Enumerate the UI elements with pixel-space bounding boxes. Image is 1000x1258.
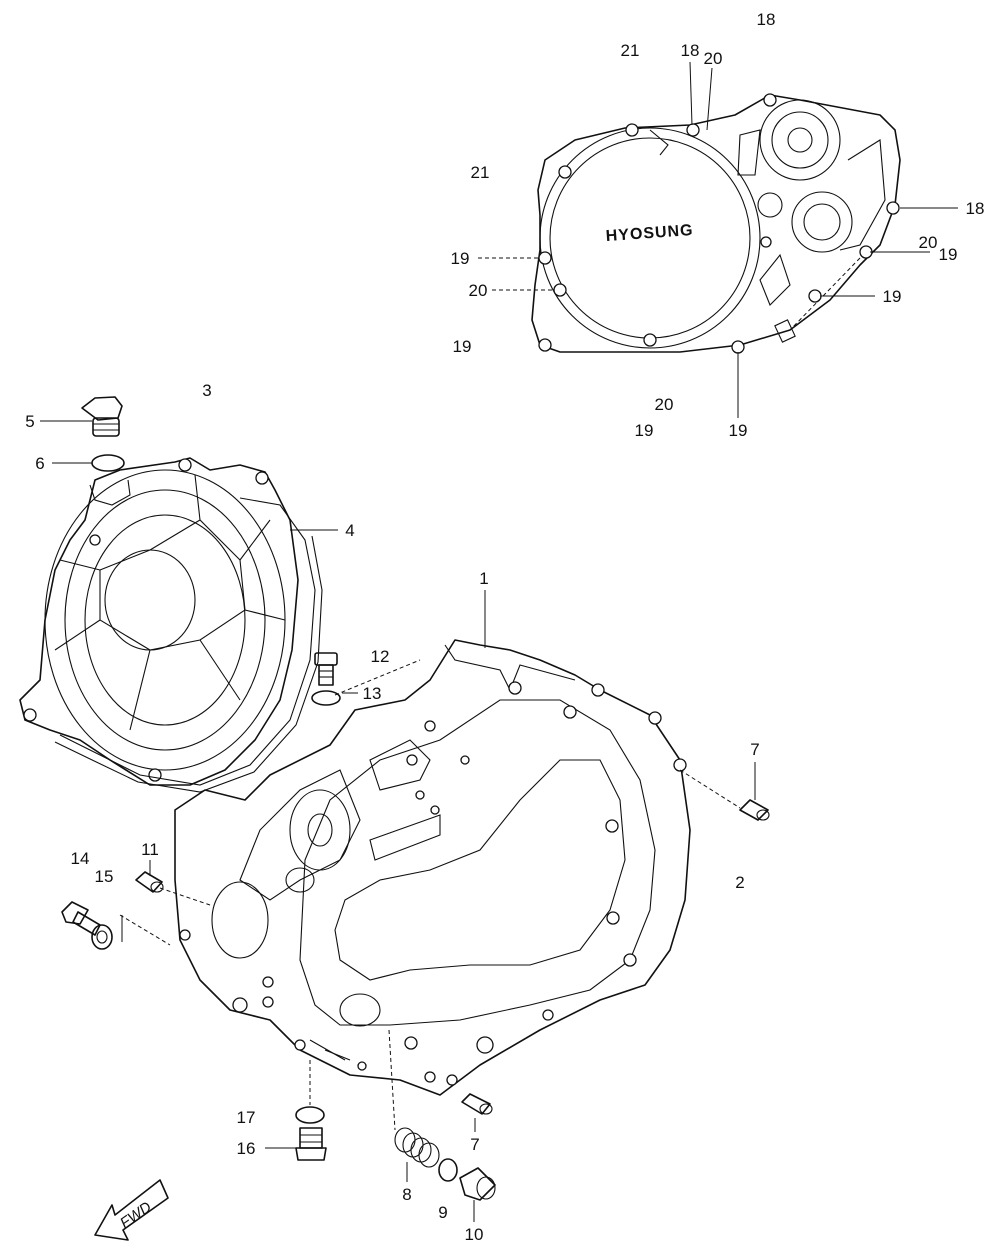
callout-19-left-a[interactable]: 19 bbox=[451, 249, 470, 268]
top-leaders bbox=[478, 61, 958, 418]
callout-8[interactable]: 8 bbox=[402, 1185, 411, 1204]
washer-13 bbox=[311, 690, 341, 706]
dowel-pin-upper bbox=[739, 799, 770, 821]
callout-13[interactable]: 13 bbox=[363, 684, 382, 703]
callout-20-left[interactable]: 20 bbox=[469, 281, 488, 300]
crankcase-cover bbox=[19, 457, 323, 793]
callout-12[interactable]: 12 bbox=[371, 647, 390, 666]
callout-7-upper[interactable]: 7 bbox=[750, 740, 759, 759]
callout-14[interactable]: 14 bbox=[71, 849, 90, 868]
fwd-label: FWD bbox=[117, 1198, 155, 1232]
callout-20-cover-top[interactable]: 20 bbox=[704, 49, 723, 68]
dowel-pin-lower bbox=[461, 1093, 493, 1115]
oil-filler-cap bbox=[81, 396, 123, 437]
callout-21-upper[interactable]: 21 bbox=[621, 41, 640, 60]
callout-21-left[interactable]: 21 bbox=[471, 163, 490, 182]
callout-19-right-b[interactable]: 19 bbox=[883, 287, 902, 306]
dowel-pin-11 bbox=[135, 871, 164, 893]
callout-18-right[interactable]: 18 bbox=[966, 199, 985, 218]
forward-direction-arrow: FWD bbox=[94, 1179, 169, 1241]
bolt-12 bbox=[314, 652, 338, 686]
bolt-16 bbox=[295, 1106, 327, 1161]
callout-19-right-a[interactable]: 19 bbox=[939, 245, 958, 264]
callout-20-bottom[interactable]: 20 bbox=[655, 395, 674, 414]
callout-16[interactable]: 16 bbox=[237, 1139, 256, 1158]
callout-17[interactable]: 17 bbox=[237, 1108, 256, 1127]
callout-10[interactable]: 10 bbox=[465, 1225, 484, 1244]
callout-20-right[interactable]: 20 bbox=[919, 233, 938, 252]
callout-19-bottom-a[interactable]: 19 bbox=[635, 421, 654, 440]
callout-3[interactable]: 3 bbox=[202, 381, 211, 400]
o-ring-9 bbox=[438, 1158, 458, 1182]
right-crankcase-cover bbox=[174, 639, 691, 1096]
callout-labels: 18 21 18 20 21 18 19 20 19 20 19 19 20 1… bbox=[25, 10, 984, 1244]
callout-9[interactable]: 9 bbox=[438, 1203, 447, 1222]
callout-18-cover[interactable]: 18 bbox=[681, 41, 700, 60]
plug-10 bbox=[459, 1167, 496, 1201]
spring-8 bbox=[394, 1127, 440, 1168]
callout-15[interactable]: 15 bbox=[95, 867, 114, 886]
callout-19-left-b[interactable]: 19 bbox=[453, 337, 472, 356]
callout-6[interactable]: 6 bbox=[35, 454, 44, 473]
callout-18-top[interactable]: 18 bbox=[757, 10, 776, 29]
callout-19-bottom-b[interactable]: 19 bbox=[729, 421, 748, 440]
lower-leaders bbox=[40, 420, 756, 1222]
callout-5[interactable]: 5 bbox=[25, 412, 34, 431]
o-ring bbox=[91, 454, 125, 472]
callout-2[interactable]: 2 bbox=[735, 873, 744, 892]
drain-bolt-14 bbox=[61, 901, 113, 950]
callout-1[interactable]: 1 bbox=[479, 569, 488, 588]
outer-clutch-cover: HYOSUNG bbox=[531, 93, 901, 354]
cover-brand-label: HYOSUNG bbox=[605, 222, 694, 245]
callout-7-lower[interactable]: 7 bbox=[470, 1135, 479, 1154]
callout-4[interactable]: 4 bbox=[345, 521, 354, 540]
callout-11[interactable]: 11 bbox=[141, 840, 159, 859]
